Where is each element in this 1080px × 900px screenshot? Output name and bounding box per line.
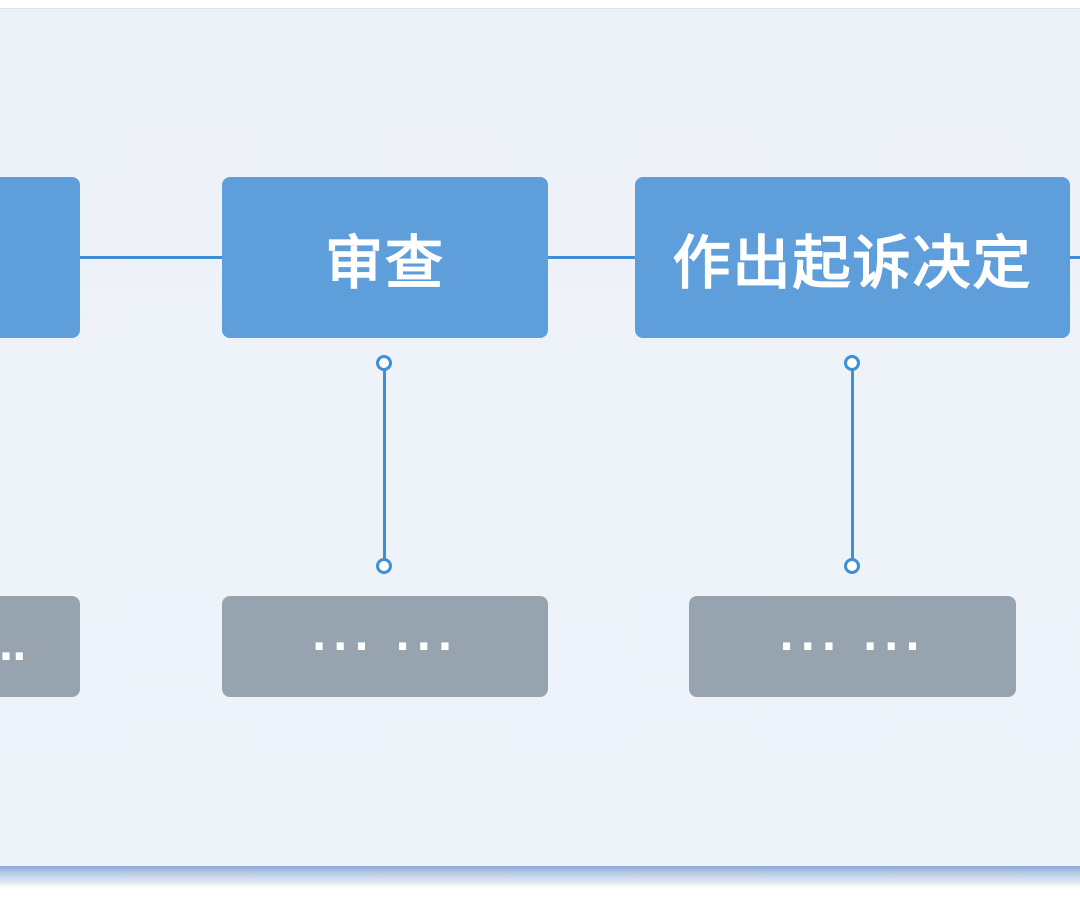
flow-step-review-label: 审查 [324, 228, 445, 297]
sub-box-review: ··· ··· [222, 596, 548, 697]
connector-node-decision-bottom [844, 558, 860, 574]
flow-step-prosecution-decision-label: 作出起诉决定 [672, 228, 1033, 297]
connector-node-review-top [376, 355, 392, 371]
sub-box-previous-label: … [0, 624, 32, 670]
panel-bottom-shadow [0, 866, 1080, 888]
flow-step-review: 审查 [222, 177, 548, 338]
diagram-panel [0, 8, 1080, 867]
flow-step-previous [0, 177, 80, 338]
sub-box-decision-label: ··· ··· [778, 623, 927, 670]
connector-step2-next [1070, 256, 1080, 259]
flow-step-prosecution-decision: 作出起诉决定 [635, 177, 1070, 338]
sub-box-review-label: ··· ··· [311, 623, 459, 670]
connector-step0-step1 [80, 256, 222, 259]
connector-node-review-bottom [376, 558, 392, 574]
connector-decision-down [851, 363, 854, 566]
connector-step1-step2 [548, 256, 635, 259]
connector-review-down [383, 363, 386, 566]
sub-box-previous: … [0, 596, 80, 697]
connector-node-decision-top [844, 355, 860, 371]
sub-box-decision: ··· ··· [689, 596, 1016, 697]
